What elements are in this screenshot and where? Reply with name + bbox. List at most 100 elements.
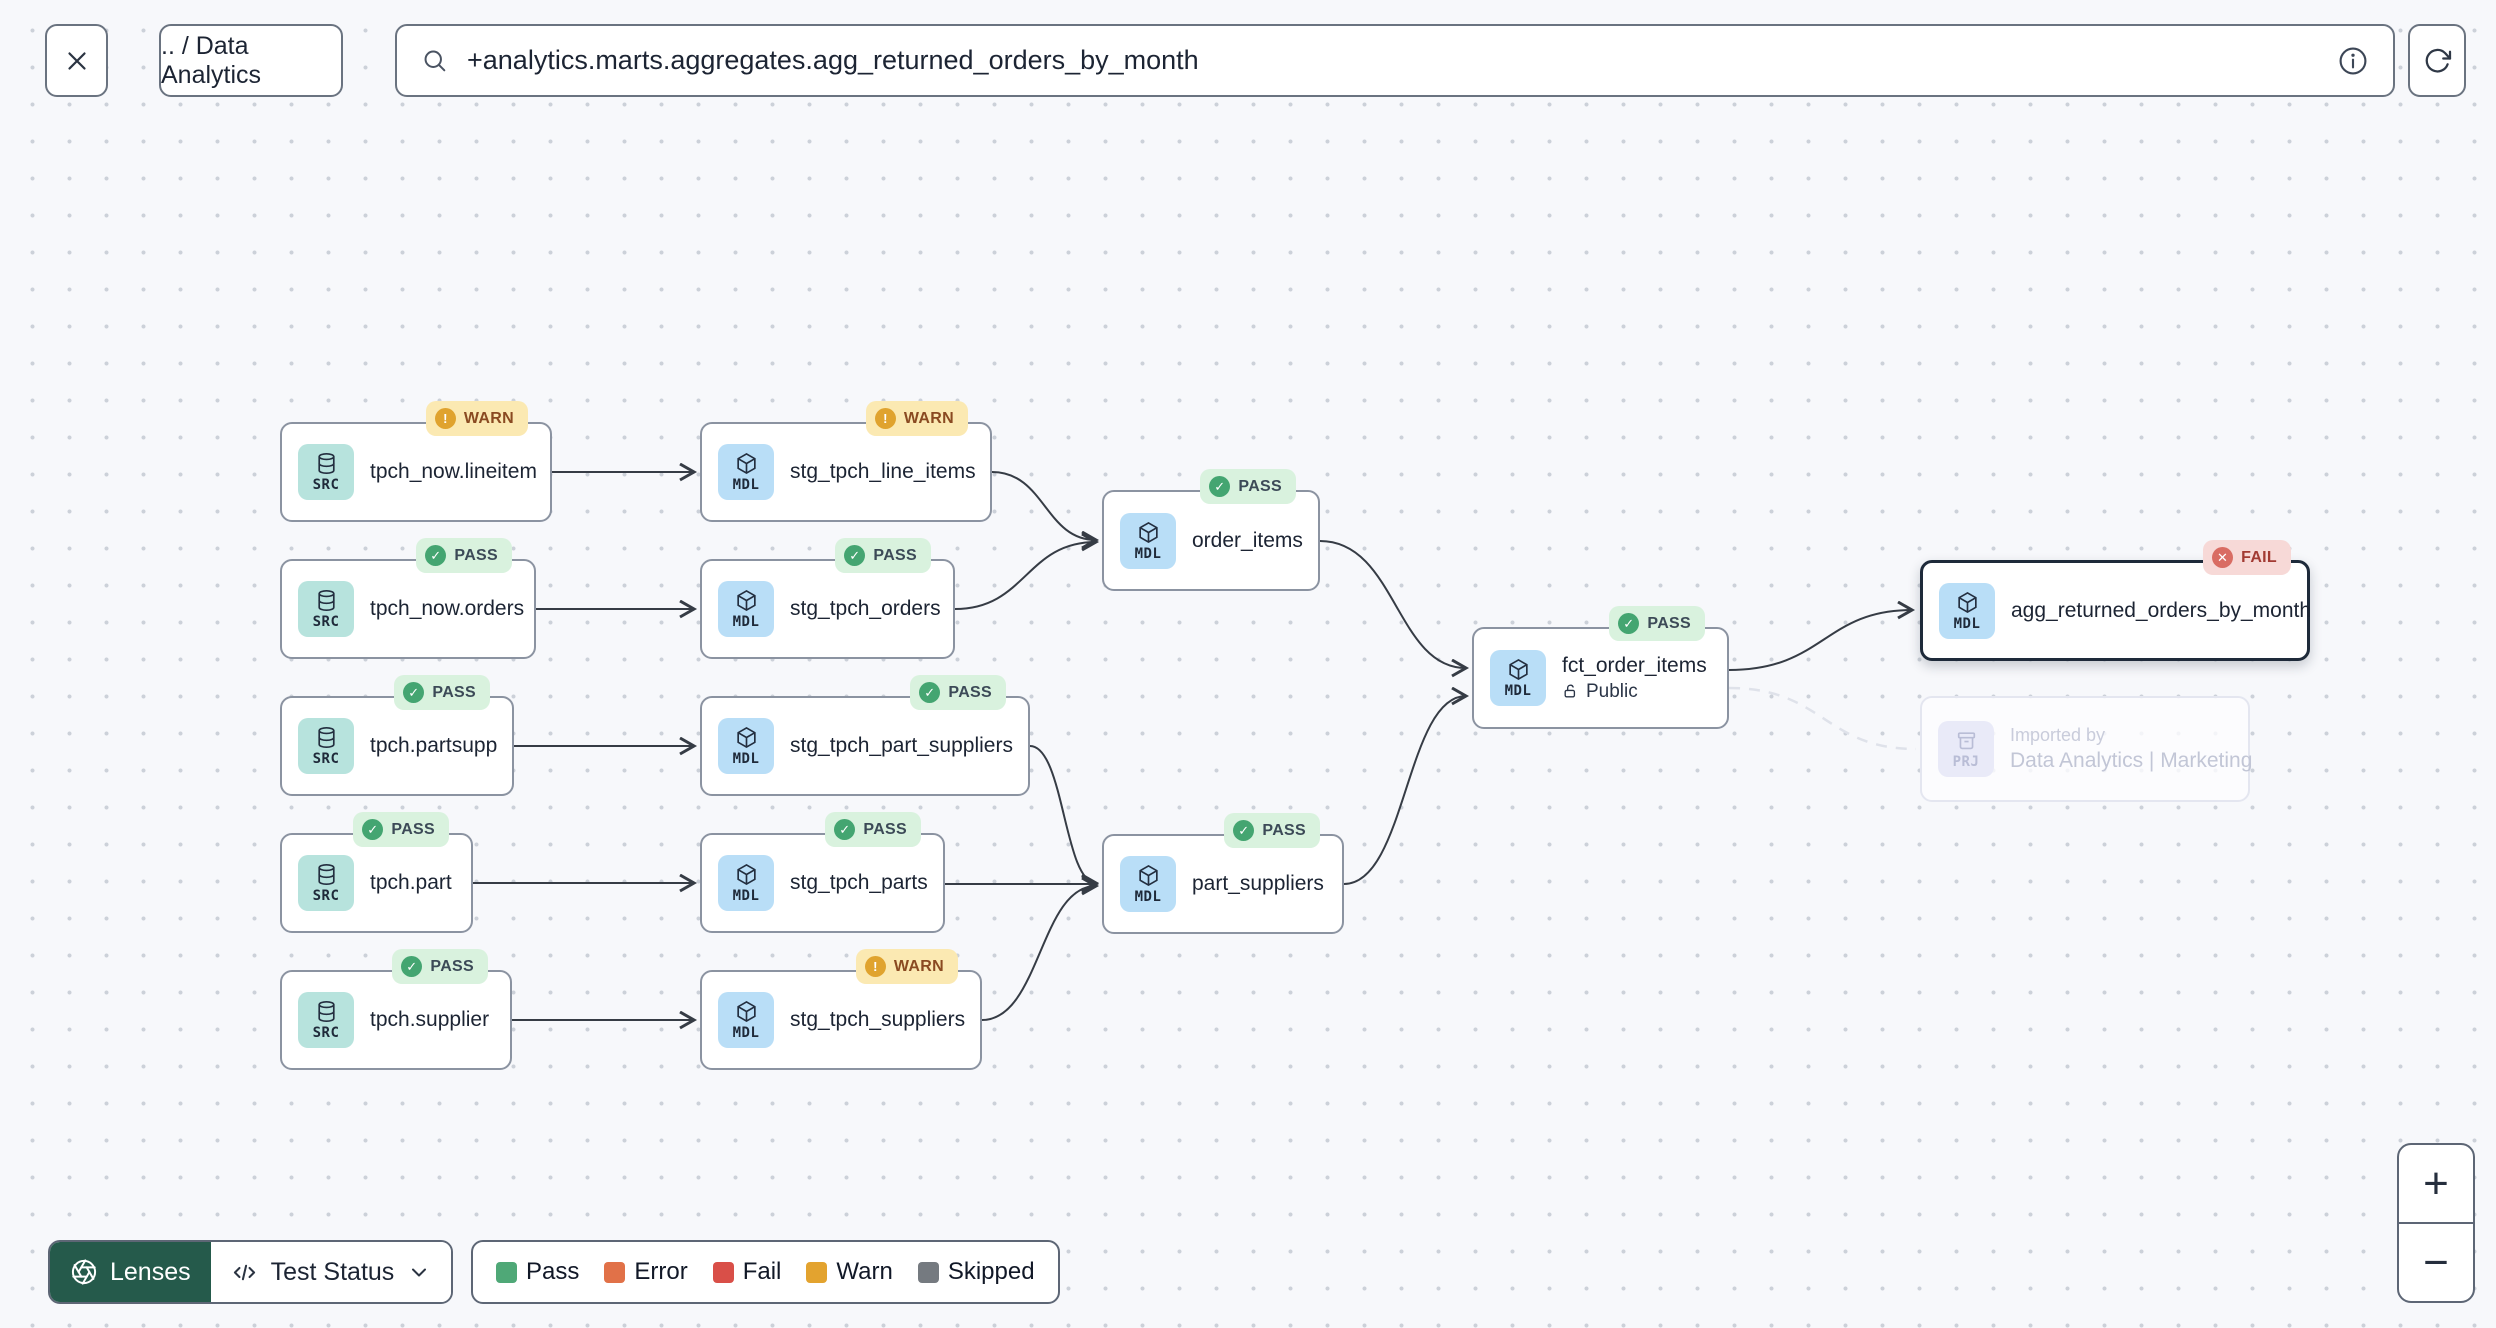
resource-type-chip: MDL (1120, 512, 1176, 569)
node-label: agg_returned_orders_by_month (2011, 598, 2312, 622)
resource-type-chip: SRC (298, 718, 354, 774)
node-label: order_items (1192, 528, 1303, 552)
status-badge: ✓ PASS (1609, 606, 1705, 641)
resource-type-label: MDL (1953, 615, 1981, 632)
node-label: stg_tpch_part_suppliers (790, 734, 1013, 757)
status-label: PASS (430, 957, 474, 975)
edge-stg-part-suppliers-to-part-suppliers (1029, 745, 1096, 883)
database-icon (317, 726, 335, 749)
imported-by-label: Imported by (2010, 725, 2106, 745)
check-icon: ✓ (844, 545, 866, 566)
lens-selector-dropdown[interactable]: Test Status (210, 1242, 452, 1302)
zoom-in-button[interactable]: + (2399, 1145, 2473, 1222)
check-icon: ✓ (834, 819, 856, 840)
resource-type-label: MDL (732, 477, 760, 493)
cube-icon (736, 452, 756, 475)
status-label: FAIL (2241, 548, 2277, 566)
zoom-out-button[interactable]: − (2399, 1222, 2473, 1301)
pass-swatch (496, 1261, 517, 1283)
resource-type-label: MDL (1504, 683, 1532, 699)
imported-project-name: Data Analytics | Marketing (2010, 749, 2253, 772)
resource-type-label: SRC (312, 1025, 340, 1041)
node-stg-tpch-line-items[interactable]: ! WARN MDL stg_tpch_line_items (700, 401, 992, 522)
status-badge: ✓ PASS (392, 949, 488, 984)
resource-type-chip: MDL (1490, 650, 1546, 706)
resource-type-label: SRC (312, 614, 340, 630)
edge-order-items-to-fct-order-items (1319, 540, 1466, 668)
selector-search-input[interactable] (467, 45, 2319, 76)
node-tpch-partsupp[interactable]: ✓ PASS SRC tpch.partsupp (280, 675, 514, 796)
node-part-suppliers[interactable]: ✓ PASS MDL part_suppliers (1102, 813, 1344, 934)
search-icon (421, 47, 449, 75)
cube-icon (736, 1000, 756, 1023)
resource-type-chip: MDL (718, 718, 774, 774)
resource-type-label: SRC (312, 477, 340, 493)
node-label: part_suppliers (1192, 872, 1324, 895)
resource-type-label: SRC (312, 888, 340, 904)
check-icon: ✓ (403, 682, 425, 703)
resource-type-label: MDL (1134, 545, 1162, 562)
node-order-items[interactable]: ✓ PASS MDL order_items (1102, 469, 1320, 591)
code-icon (231, 1259, 258, 1286)
node-tpch-part[interactable]: ✓ PASS SRC tpch.part (280, 812, 473, 933)
close-button[interactable] (45, 24, 108, 97)
status-label: PASS (948, 683, 992, 701)
status-badge: ✓ PASS (416, 538, 512, 573)
node-stg-tpch-suppliers[interactable]: ! WARN MDL stg_tpch_suppliers (700, 949, 982, 1070)
cube-icon (736, 726, 756, 749)
resource-type-label: MDL (732, 888, 760, 904)
node-stg-tpch-orders[interactable]: ✓ PASS MDL stg_tpch_orders (700, 538, 955, 659)
check-icon: ✓ (1233, 820, 1255, 841)
resource-type-chip: MDL (718, 855, 774, 911)
database-icon (317, 1000, 335, 1023)
lenses-button[interactable]: Lenses (50, 1242, 211, 1302)
resource-type-label: MDL (732, 751, 760, 767)
node-label: tpch_now.orders (370, 597, 525, 620)
close-icon (62, 46, 92, 76)
test-status-legend: Pass Error Fail Warn Skipped (471, 1240, 1060, 1304)
cube-icon (1508, 658, 1528, 681)
edge-fct-order-items-to-agg (1728, 610, 1912, 671)
status-badge: ✓ PASS (353, 812, 449, 847)
status-label: PASS (432, 683, 476, 701)
node-fct-order-items[interactable]: ✓ PASS MDL fct_order_items Public (1472, 606, 1729, 729)
lenses-label: Lenses (110, 1257, 191, 1286)
node-label: tpch.part (370, 871, 452, 894)
node-label: stg_tpch_orders (790, 597, 941, 620)
selector-search-bar (395, 24, 2395, 97)
node-stg-tpch-parts[interactable]: ✓ PASS MDL stg_tpch_parts (700, 812, 945, 933)
legend-label: Error (634, 1258, 688, 1285)
check-icon: ✓ (425, 545, 447, 566)
resource-type-label: MDL (1134, 889, 1162, 905)
skipped-swatch (917, 1261, 939, 1283)
breadcrumb-button[interactable]: .. / Data Analytics (159, 24, 343, 97)
node-text: fct_order_items Public (1562, 654, 1707, 703)
status-label: PASS (863, 820, 907, 838)
legend-item-skipped: Skipped (917, 1258, 1035, 1286)
resource-type-label: MDL (732, 1025, 760, 1041)
status-badge: ✓ PASS (394, 675, 490, 710)
resource-type-chip: MDL (1939, 582, 1995, 639)
info-icon[interactable] (2337, 45, 2369, 77)
plus-icon: + (2423, 1158, 2449, 1208)
node-imported-by-project[interactable]: PRJ Imported by Data Analytics | Marketi… (1920, 696, 2253, 802)
access-label: Public (1586, 680, 1638, 702)
status-badge: ! WARN (865, 401, 968, 436)
archive-icon (1957, 732, 1975, 750)
database-icon (317, 863, 335, 886)
refresh-button[interactable] (2408, 24, 2466, 97)
warn-icon: ! (434, 408, 456, 429)
check-icon: ✓ (401, 956, 423, 977)
resource-type-chip: MDL (718, 581, 774, 637)
legend-label: Fail (742, 1258, 782, 1285)
node-agg-returned-orders-by-month[interactable]: ✕ FAIL MDL agg_returned_orders_by_month (1920, 540, 2312, 661)
node-tpch-now-lineitem[interactable]: ! WARN SRC tpch_now.lineitem (280, 401, 552, 522)
edge-part-suppliers-to-fct-order-items (1343, 696, 1466, 885)
resource-type-chip: SRC (298, 855, 354, 911)
node-tpch-supplier[interactable]: ✓ PASS SRC tpch.supplier (280, 949, 512, 1070)
node-tpch-now-orders[interactable]: ✓ PASS SRC tpch_now.orders (280, 538, 536, 659)
status-label: WARN (463, 409, 514, 427)
warn-icon: ! (874, 408, 896, 429)
node-stg-tpch-part-suppliers[interactable]: ✓ PASS MDL stg_tpch_part_suppliers (700, 675, 1030, 796)
status-badge: ! WARN (425, 401, 528, 436)
